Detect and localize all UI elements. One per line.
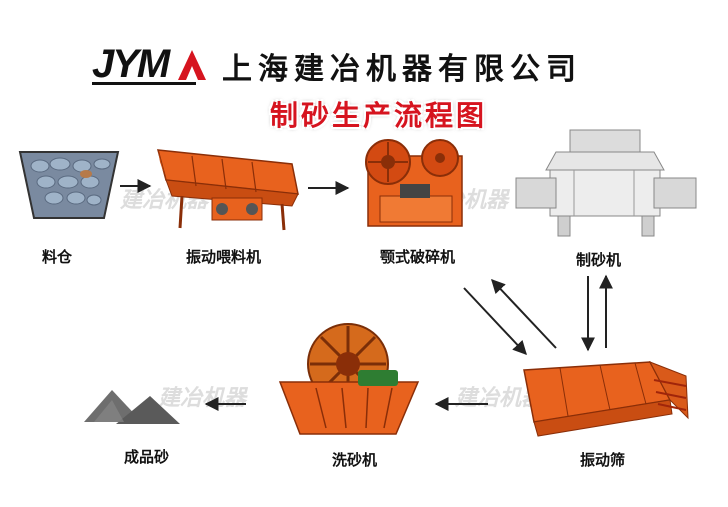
arrow-jaw-to-screen	[463, 287, 527, 356]
bin-image	[18, 151, 120, 219]
company-name: 上海建冶机器有限公司	[222, 52, 582, 87]
vibrating-feeder-image	[156, 149, 299, 231]
label-vibrating-feeder: 振动喂料机	[186, 248, 262, 266]
diagram-title: 制砂生产流程图	[270, 99, 488, 132]
logo-mountain-icon	[178, 50, 206, 80]
label-jaw-crusher: 颚式破碎机	[380, 248, 456, 266]
logo-underline	[92, 82, 196, 85]
arrow-screen-to-jaw	[491, 278, 557, 349]
label-sand-making-machine: 制砂机	[576, 251, 622, 269]
company-logo: JYM	[92, 42, 170, 86]
label-bin: 料仓	[42, 248, 73, 266]
jaw-crusher-image	[365, 139, 463, 227]
watermark: 建冶机器	[158, 386, 247, 411]
finished-sand-image	[84, 390, 180, 424]
label-finished-sand: 成品砂	[124, 448, 170, 466]
sand-washer-image	[278, 323, 420, 435]
vibrating-screen-image	[523, 361, 689, 437]
sand-making-machine-image	[515, 129, 697, 237]
label-vibrating-screen: 振动筛	[580, 451, 626, 469]
label-sand-washer: 洗砂机	[332, 451, 378, 469]
